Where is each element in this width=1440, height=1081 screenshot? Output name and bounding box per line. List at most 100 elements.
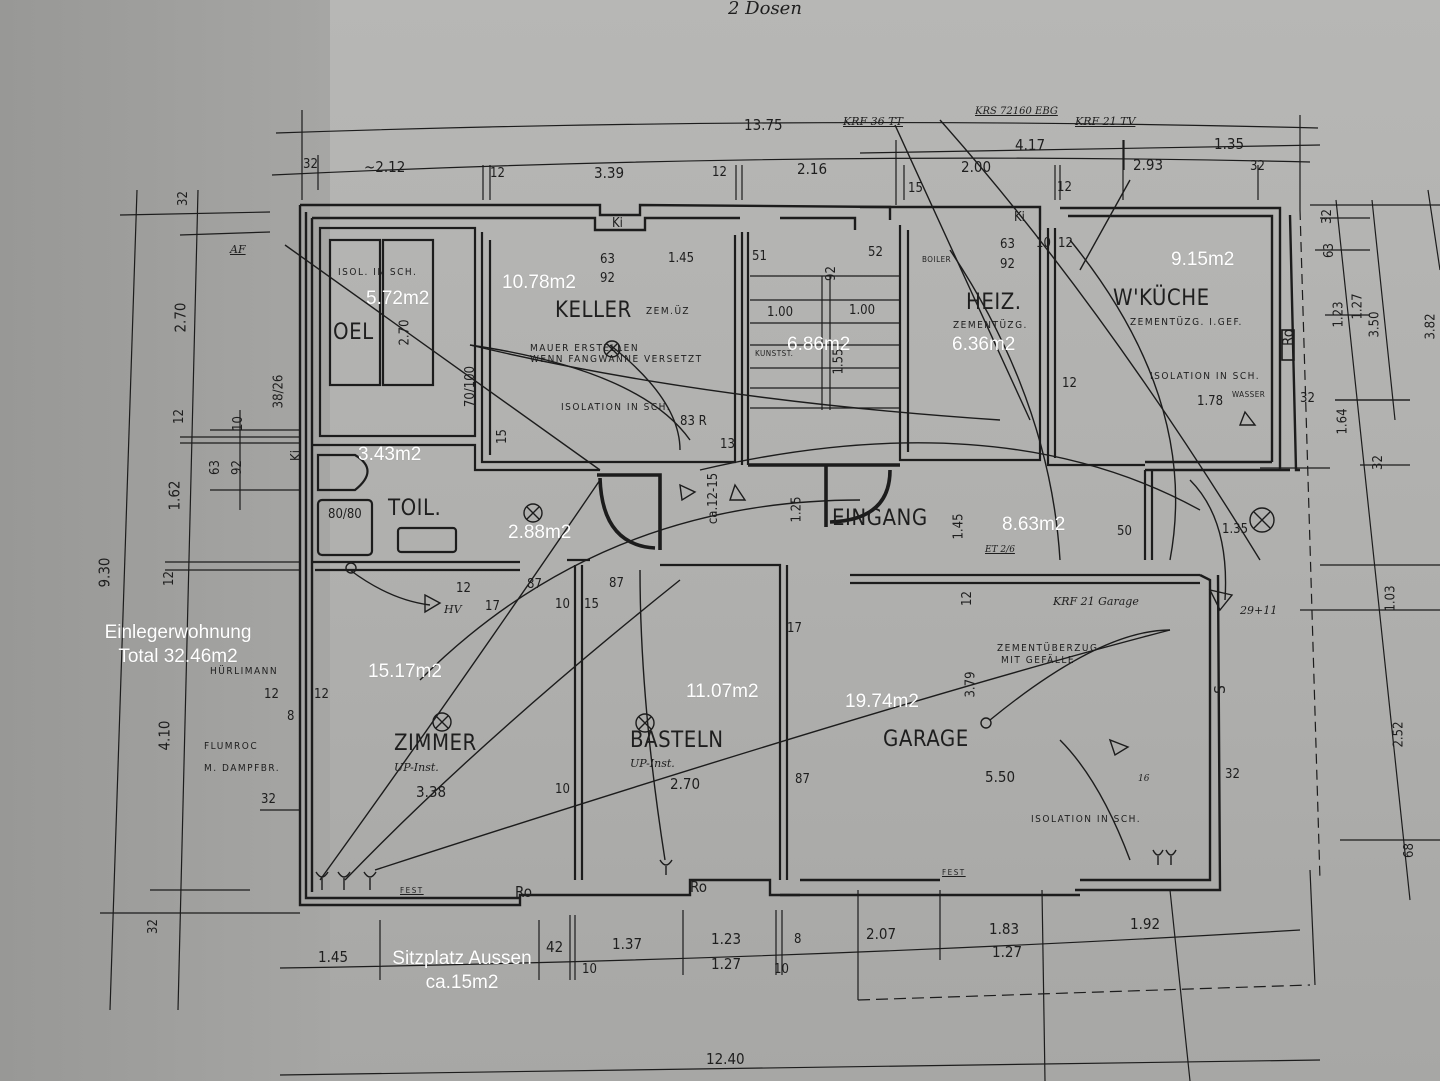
dimension-label: 12 [1057, 180, 1072, 195]
dimension-label: ~2.12 [364, 158, 406, 176]
note: UP-Inst. [630, 757, 675, 770]
dimension-label: 32 [1319, 209, 1335, 224]
note: WENN FANGWANNE VERSETZT [530, 354, 703, 365]
paper-background-fold [0, 0, 332, 1081]
dimension-label: 4.10 [155, 720, 174, 751]
sitzplatz-title: Sitzplatz Aussen [392, 948, 532, 969]
area-label-toil: 2.88m2 [508, 522, 572, 543]
dimension-label: 1.35 [1214, 135, 1245, 153]
dimension-lines-right [1260, 189, 1440, 901]
note: ISOLATION IN SCH. [561, 402, 672, 413]
dimension-label: 3.50 [1367, 311, 1383, 338]
cable-label: KRF 21 TV [1075, 115, 1136, 128]
cable-label: KRS 72160 EBG [975, 106, 1058, 117]
dimension-label: 32 [1250, 159, 1265, 174]
dimension-label: 1.83 [989, 920, 1020, 938]
dimension-label: 3.38 [416, 783, 447, 801]
dimension-label: 12 [490, 166, 505, 181]
dimension-label: 4.17 [1015, 136, 1046, 154]
dimension-label: 1.27 [992, 943, 1023, 961]
dimension-label: 32 [303, 157, 318, 172]
dimension-label: 32 [175, 191, 191, 206]
stair-material-label: KUNSTST. [755, 349, 794, 358]
dimension-label: 32 [261, 792, 276, 807]
inner-walls [312, 225, 1200, 880]
dimension-label: 38/26 [271, 374, 287, 409]
paper-background [330, 0, 1440, 1081]
dimension-lines-left [100, 189, 300, 1011]
dimension-label: 15 [908, 181, 923, 196]
dimension-label: 63 [600, 252, 615, 267]
dimension-label: 87 [609, 576, 624, 591]
dimension-label: 1.27 [711, 955, 742, 973]
dimension-label: 1.27 [1350, 293, 1366, 320]
dimension-label: 63 [1321, 243, 1337, 258]
boiler-label: BOILER [922, 255, 952, 264]
area-label-basteln: 11.07m2 [686, 681, 759, 702]
room-label-garage: GARAGE [883, 727, 969, 752]
dimension-label: 52 [868, 245, 883, 260]
dimension-label: 10 [582, 962, 597, 977]
dimension-label: 12 [1062, 376, 1077, 391]
dimension-label: 12.40 [706, 1050, 745, 1068]
note: ISOL. IN SCH. [338, 267, 418, 278]
dimension-label: 15 [584, 597, 599, 612]
radiator-label: Ro [690, 878, 707, 896]
dimension-label: 1.00 [849, 303, 876, 318]
einlieger-total-label: Einlegerwohnung Total 32.46m2 [82, 621, 274, 669]
dimension-label: 1.03 [1383, 585, 1399, 612]
dimension-label: 2.70 [670, 775, 701, 793]
material-label: HÜRLIMANN [210, 666, 279, 677]
dimension-label: 32 [1370, 455, 1386, 470]
cable-label: KRF 36 TT [843, 115, 904, 128]
dimension-label: 1.62 [165, 480, 184, 511]
dimension-lines-bottom [279, 869, 1321, 1081]
room-label-eingang: EINGANG [832, 506, 928, 531]
dimension-label: 1.23 [711, 930, 742, 948]
dimension-label: 17 [485, 599, 500, 614]
room-label-keller: KELLER [555, 298, 632, 323]
dimension-label: 13 [720, 437, 735, 452]
dimension-label: 87 [527, 577, 542, 592]
sitzplatz-label: Sitzplatz Aussen ca.15m2 [372, 947, 552, 995]
dimension-label: 2.00 [961, 158, 992, 176]
annotation: 29+11 [1240, 604, 1278, 617]
dimension-label: 2.70 [397, 319, 413, 346]
dimension-label: 3.79 [963, 671, 979, 698]
radiators [1281, 329, 1295, 361]
dimension-label: 12 [1058, 236, 1073, 251]
staircase [750, 275, 900, 410]
area-label-garage: 19.74m2 [845, 691, 919, 712]
room-label-oel: OEL [333, 320, 374, 345]
dimension-label: 16 [1138, 774, 1150, 784]
dimension-label: 1.37 [612, 935, 643, 953]
room-label-wkueche: W'KÜCHE [1113, 286, 1210, 311]
dimension-label: 1.45 [668, 251, 695, 266]
note: WASSER [1232, 390, 1266, 399]
hv-markers [424, 410, 1257, 757]
dimension-label: 2.16 [797, 160, 828, 178]
area-label-eingang: 8.63m2 [1002, 514, 1066, 535]
dimension-label: 12 [161, 571, 177, 586]
area-label-toil-small: 3.43m2 [358, 444, 422, 465]
dimension-label: 12 [712, 165, 727, 180]
dimension-label: 9.30 [95, 557, 114, 588]
area-label-oel: 5.72m2 [366, 288, 430, 309]
dimension-label: 8 [794, 932, 802, 947]
room-sublabel: ZEMENTÜZG. [953, 320, 1028, 331]
dimension-label: 2.93 [1133, 156, 1164, 174]
dimension-label: 2.07 [866, 925, 897, 943]
dimension-label: 1.78 [1197, 394, 1224, 409]
area-label-keller: 10.78m2 [502, 272, 576, 293]
doors [597, 463, 900, 550]
radiator-label: Ro [1278, 329, 1297, 346]
dimension-label: 8 [287, 709, 295, 724]
af-label: AF [230, 243, 246, 256]
dimension-label: 92 [600, 271, 615, 286]
dimension-lines-top [271, 110, 1321, 210]
room-label-toil: TOIL. [388, 496, 442, 521]
chimney-label: Ki [1014, 210, 1025, 225]
einlieger-title: Einlegerwohnung [104, 622, 252, 643]
light-fixtures [345, 340, 1275, 733]
